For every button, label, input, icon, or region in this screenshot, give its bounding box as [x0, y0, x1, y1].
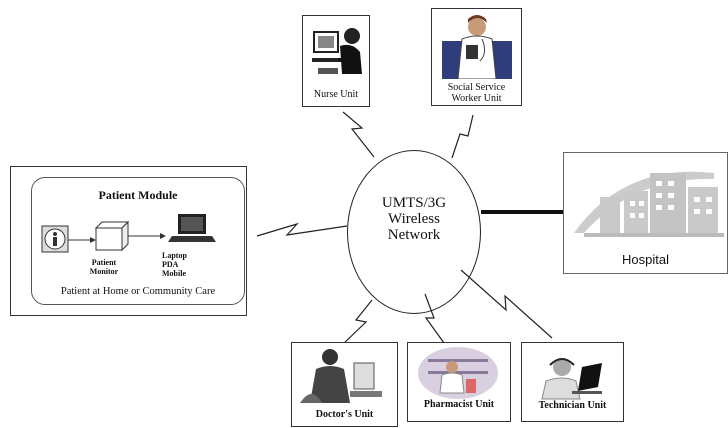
social-link: [451, 114, 474, 159]
nurse-unit-label: Nurse Unit: [313, 89, 359, 100]
technician-unit-label: Technician Unit: [538, 400, 607, 411]
hospital-box: Hospital: [563, 152, 728, 274]
patient-module-footer: Patient at Home or Community Care: [60, 286, 216, 297]
social-unit-box: Social Service Worker Unit: [431, 8, 522, 106]
doctor-unit-box: Doctor's Unit: [291, 342, 398, 427]
nurse-unit-box: Nurse Unit: [302, 15, 370, 107]
hospital-building-icon: [574, 171, 724, 237]
network-line-1: UMTS/3G: [381, 195, 447, 211]
doctor-link: [341, 299, 373, 346]
social-worker-illustration-icon: [442, 15, 512, 79]
wireless-network-node: UMTS/3G Wireless Network: [347, 150, 481, 314]
social-unit-label: Social Service Worker Unit: [447, 82, 506, 104]
patient-module-title: Patient Module: [98, 188, 178, 202]
patient-module-box: Patient Module Patient Monitor Laptop PD…: [10, 166, 247, 316]
doctor-unit-label: Doctor's Unit: [315, 409, 374, 420]
devices-label: Laptop PDA Mobile: [162, 251, 187, 278]
doctor-illustration-icon: [300, 349, 382, 403]
nurse-illustration-icon: [312, 28, 362, 74]
technician-illustration-icon: [541, 358, 602, 400]
patient-link: [256, 222, 348, 237]
technician-link: [460, 269, 553, 339]
pharmacist-unit-box: Pharmacist Unit: [407, 342, 511, 422]
hospital-label: Hospital: [622, 252, 669, 267]
nurse-link: [342, 111, 375, 158]
patient-module-inner: Patient Module Patient Monitor Laptop PD…: [31, 177, 245, 305]
network-line-3: Network: [387, 227, 441, 243]
network-line-2: Wireless: [388, 211, 440, 227]
pharmacist-illustration-icon: [418, 347, 498, 399]
pharmacist-unit-label: Pharmacist Unit: [423, 399, 495, 410]
patient-monitor-label: Patient Monitor: [89, 258, 119, 276]
patient-devices-illustration: [41, 214, 216, 253]
technician-unit-box: Technician Unit: [521, 342, 624, 422]
